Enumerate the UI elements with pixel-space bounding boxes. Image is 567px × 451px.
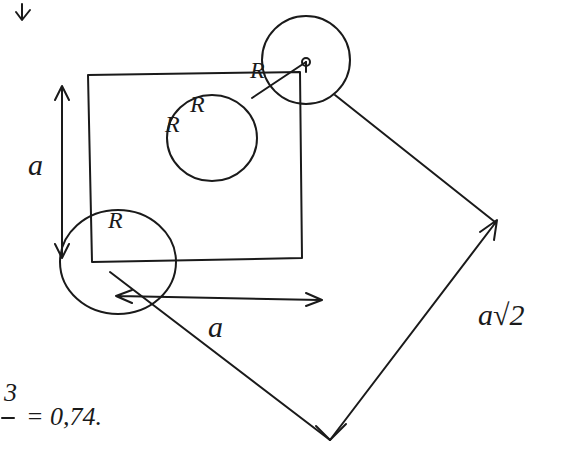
radius-label: R [190, 92, 205, 116]
note: 3 [4, 380, 17, 406]
construction-line [110, 272, 330, 440]
dimension-arrow [55, 86, 69, 258]
square [88, 72, 302, 262]
dimension-label: a [28, 150, 43, 180]
dimension-label: a√2 [478, 300, 524, 330]
fragment-mark [2, 417, 14, 419]
construction-line [335, 95, 495, 222]
circle [262, 16, 350, 104]
dimension-arrow [116, 290, 322, 306]
radius-label: R [165, 112, 180, 136]
fragment-mark [16, 4, 30, 20]
formula: = 0,74. [26, 404, 102, 430]
diagonal-arrow [330, 220, 497, 440]
dimension-label: a [208, 312, 223, 342]
circle [167, 95, 257, 181]
radius-label: R [108, 208, 123, 232]
radius-line [305, 62, 307, 72]
radius-label: R [250, 58, 265, 82]
